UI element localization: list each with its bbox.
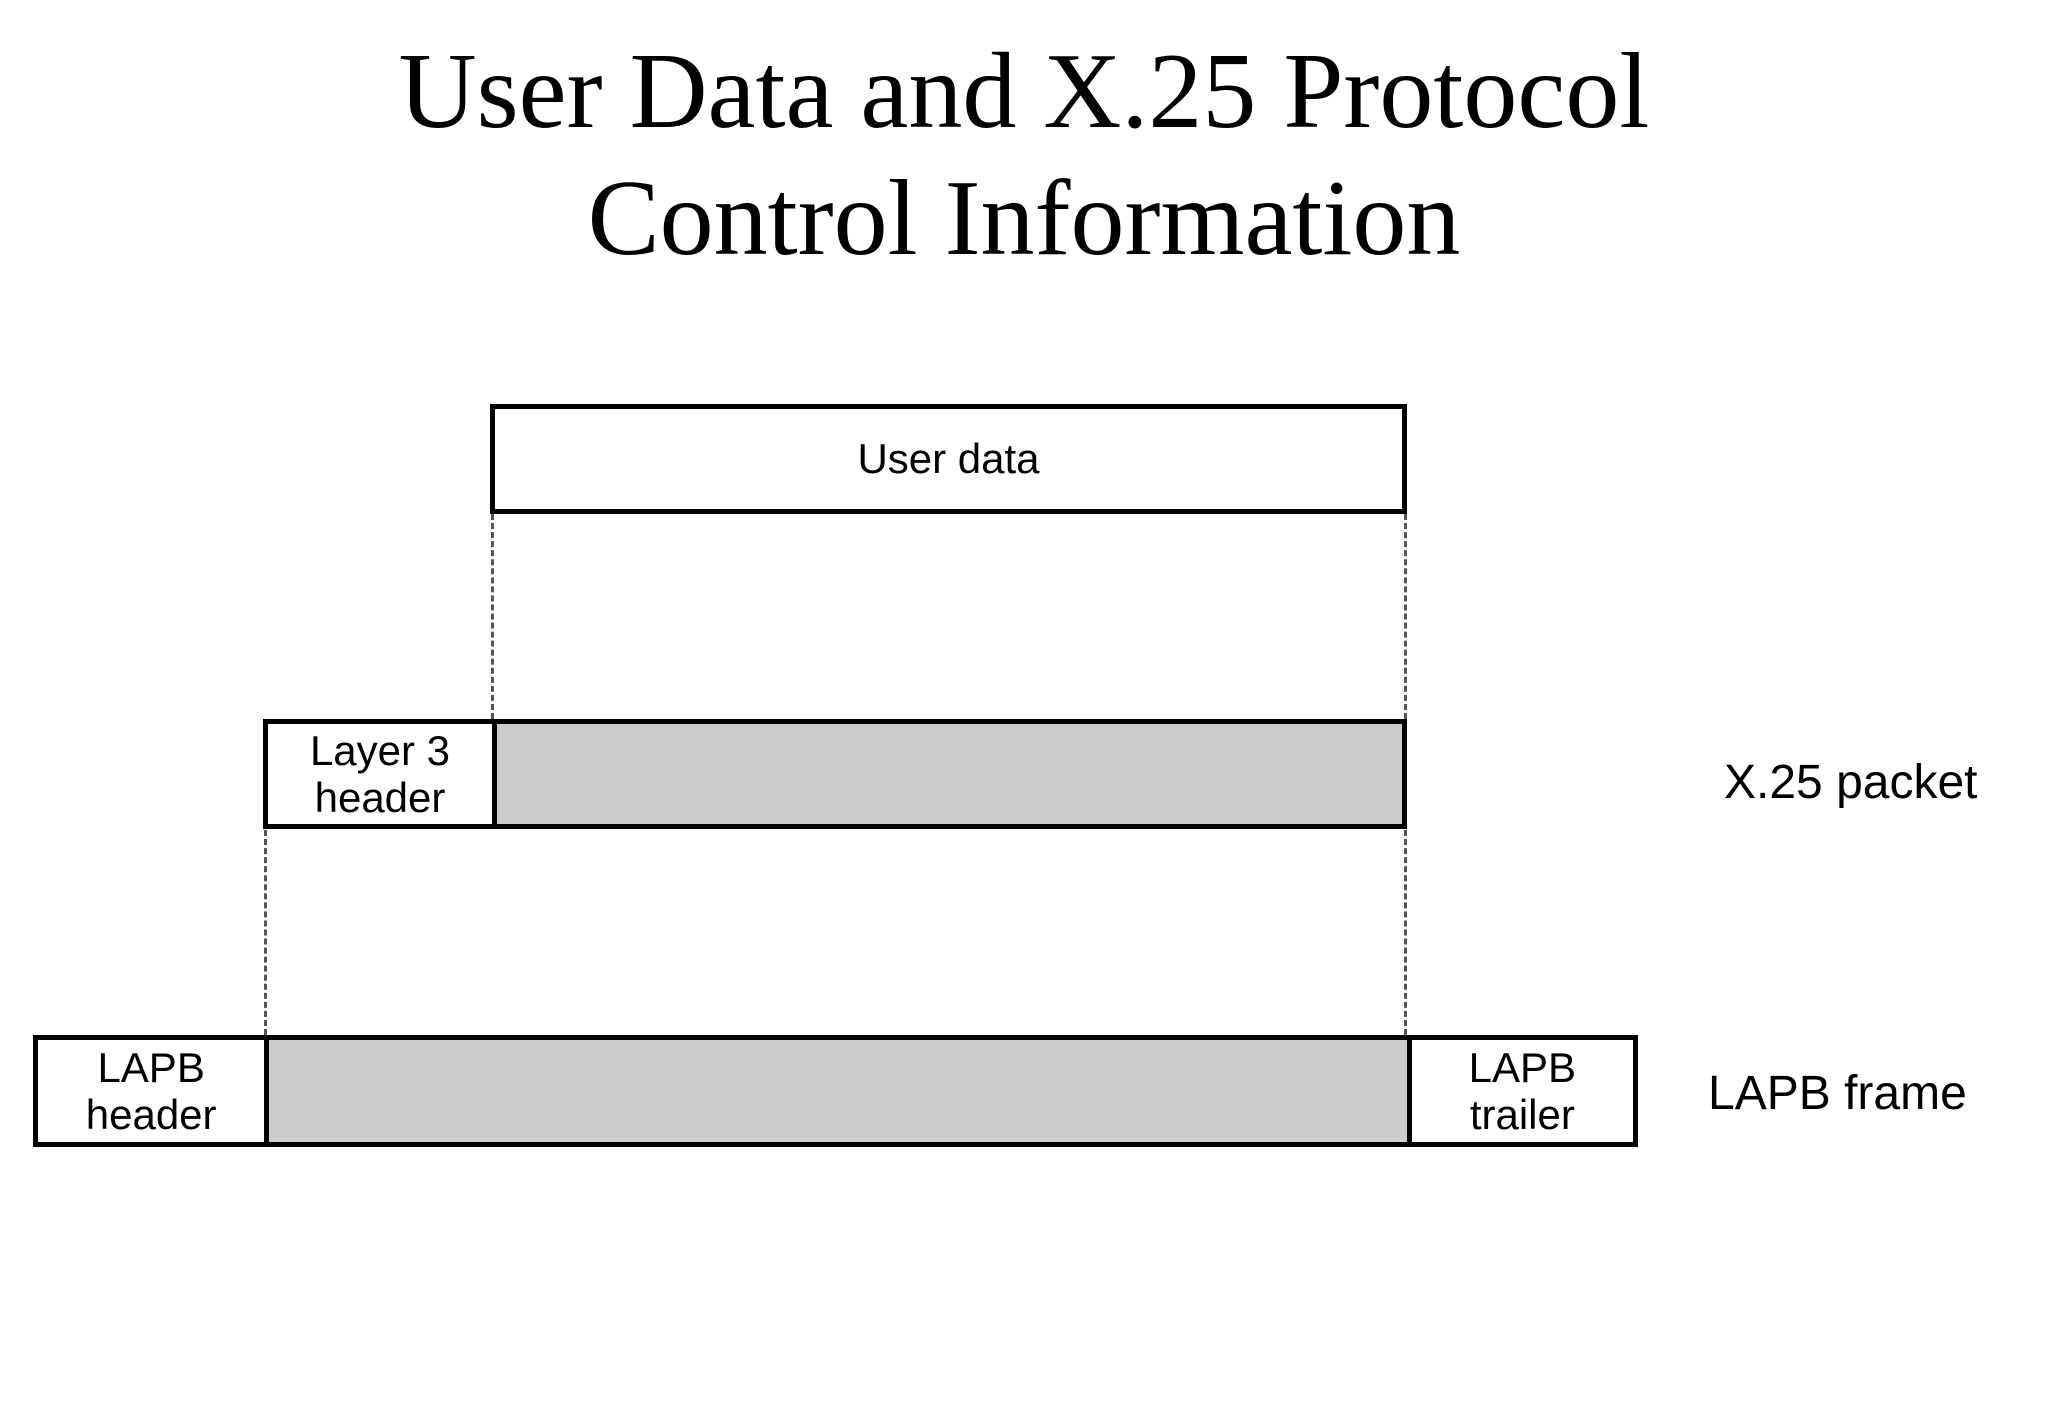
layer3-header-label: Layer 3 header [310, 727, 450, 821]
leader-line-x25-packet-left [264, 830, 267, 1035]
layer3-header-label-line-2: header [314, 774, 446, 821]
lapb-trailer-cell: LAPB trailer [1406, 1040, 1633, 1142]
page-title-line-2: Control Information [587, 159, 1461, 279]
leader-line-user-data-right [1404, 514, 1407, 719]
user-data-label: User data [857, 435, 1040, 483]
lapb-frame-block: LAPB header LAPB trailer [33, 1035, 1638, 1147]
lapb-trailer-label-line-1: LAPB [1468, 1043, 1577, 1091]
lapb-frame-annotation: LAPB frame [1708, 1067, 1967, 1120]
x25-packet-annotation: X.25 packet [1724, 756, 1978, 809]
page-title: User Data and X.25 Protocol Control Info… [0, 28, 2048, 283]
leader-line-x25-packet-right [1404, 830, 1407, 1035]
layer3-header-cell: Layer 3 header [268, 724, 498, 824]
user-data-block: User data [490, 404, 1407, 514]
lapb-header-label-line-2: header [85, 1091, 217, 1138]
user-data-cell: User data [495, 409, 1402, 509]
lapb-payload-cell [269, 1040, 1407, 1142]
lapb-header-cell: LAPB header [38, 1040, 270, 1142]
layer3-header-label-line-1: Layer 3 [309, 726, 451, 774]
lapb-trailer-label: LAPB trailer [1469, 1044, 1576, 1138]
lapb-trailer-label-line-2: trailer [1469, 1091, 1575, 1138]
x25-packet-block: Layer 3 header [263, 719, 1407, 829]
lapb-header-label: LAPB header [86, 1044, 217, 1138]
x25-payload-cell [497, 724, 1402, 824]
leader-line-user-data-left [491, 514, 494, 719]
page-title-line-1: User Data and X.25 Protocol [398, 32, 1650, 151]
lapb-header-label-line-1: LAPB [97, 1043, 205, 1091]
